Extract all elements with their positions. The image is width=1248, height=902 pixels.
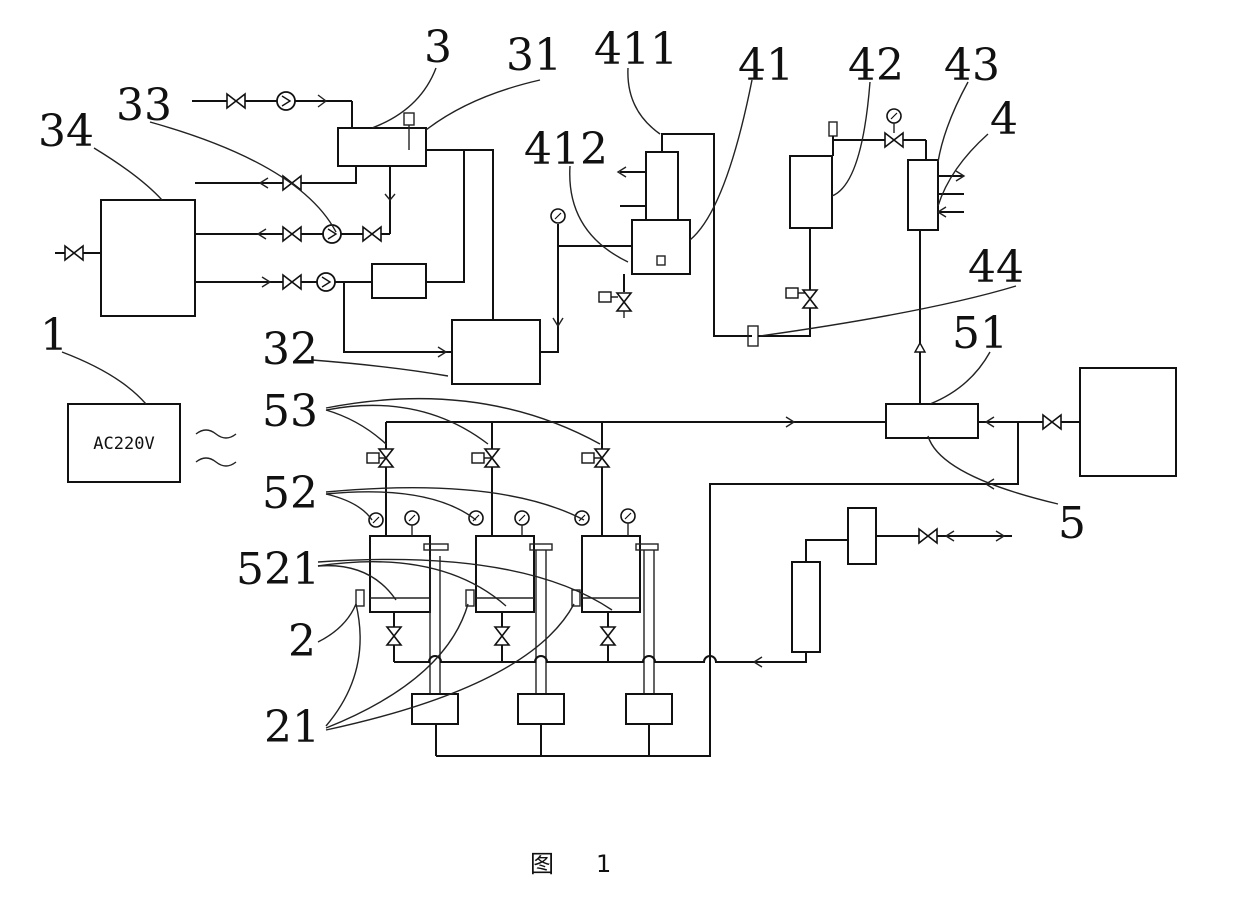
valve-42-icon	[803, 290, 817, 308]
line-44-to-42	[758, 228, 810, 336]
unit-32-box	[452, 320, 540, 384]
gauge-43-icon	[887, 109, 901, 123]
reactor-1-box	[370, 536, 430, 612]
drive-box-1	[412, 694, 458, 724]
ref-411: 411	[594, 24, 678, 75]
inlet-line-to-3	[192, 92, 352, 128]
ref-521: 521	[236, 544, 320, 595]
outlet-valve-icon	[919, 529, 937, 543]
valve-43-icon	[885, 133, 903, 147]
ref-42: 42	[848, 40, 904, 91]
tank-34-box	[101, 200, 195, 316]
drain-line-3	[195, 166, 356, 183]
ref-43: 43	[944, 40, 1000, 91]
return-valve-2-icon	[363, 227, 381, 241]
sensor-31-icon	[404, 113, 414, 125]
line-to-41	[558, 224, 632, 246]
column-top-line	[806, 540, 848, 562]
supply-pump-icon	[317, 273, 335, 291]
ref-32: 32	[262, 324, 318, 375]
unit-43-box	[908, 160, 938, 230]
pump-33-icon	[323, 225, 341, 243]
wave-2-icon	[196, 458, 236, 466]
power-supply-label: AC220V	[93, 434, 154, 454]
ref-31: 31	[506, 30, 562, 81]
filter-box	[372, 264, 426, 298]
relief-42-icon	[829, 122, 837, 136]
unit-411-box	[646, 152, 678, 220]
line-3-to-32	[426, 150, 493, 320]
reactor-3-box	[582, 536, 640, 612]
line-32-up	[540, 236, 558, 352]
column-box	[792, 562, 820, 652]
inlet-valve-icon	[227, 94, 245, 108]
ref-33: 33	[116, 80, 172, 131]
gauge-r1b-icon	[405, 511, 419, 525]
ref-53: 53	[262, 386, 318, 437]
separator-box	[848, 508, 876, 564]
figure-caption-number: 1	[596, 850, 611, 878]
ref-2: 2	[288, 616, 316, 667]
unit-42-box	[790, 156, 832, 228]
actuator-412-icon	[599, 292, 618, 302]
unit-41-box	[632, 220, 690, 274]
filter-return-line	[426, 150, 464, 282]
gauge-r3b-icon	[621, 509, 635, 523]
wave-1-icon	[196, 430, 236, 438]
ref-1: 1	[40, 310, 68, 361]
drive-box-2	[518, 694, 564, 724]
valve-r2-icon	[495, 627, 509, 645]
supply-valve-icon	[283, 275, 301, 289]
feed-valve-icon	[1043, 415, 1061, 429]
gauge-r1a-icon	[369, 513, 383, 527]
actuator-53b-icon	[472, 453, 491, 463]
tank-34-valve-icon	[65, 246, 83, 260]
ref-34: 34	[38, 106, 94, 157]
gauge-r2b-icon	[515, 511, 529, 525]
ref-21: 21	[264, 702, 320, 753]
drive-box-3	[626, 694, 672, 724]
unit-3-box	[338, 128, 426, 166]
heater-1-icon	[356, 590, 364, 606]
ref-51: 51	[952, 308, 1008, 359]
collection-line	[394, 656, 800, 667]
gauge-r2a-icon	[469, 511, 483, 525]
ref-5: 5	[1058, 498, 1086, 549]
feed-tank-box	[1080, 368, 1176, 476]
valve-r3-icon	[601, 627, 615, 645]
pressure-gauge-icon	[551, 209, 565, 223]
unit-51-box	[886, 404, 978, 438]
ref-4: 4	[990, 94, 1018, 145]
valve-412-icon	[617, 293, 631, 311]
ref-52: 52	[262, 468, 318, 519]
gauge-r3a-icon	[575, 511, 589, 525]
heater-2-icon	[466, 590, 474, 606]
ref-412: 412	[524, 124, 608, 175]
ref-44: 44	[968, 242, 1024, 293]
actuator-53c-icon	[582, 453, 601, 463]
ref-41: 41	[738, 40, 794, 91]
check-valve-icon	[915, 343, 925, 352]
figure-caption-char: 图	[530, 850, 554, 878]
inlet-pump-icon	[277, 92, 295, 110]
valve-r1-icon	[387, 627, 401, 645]
ref-3: 3	[424, 22, 452, 73]
return-valve-icon	[283, 227, 301, 241]
